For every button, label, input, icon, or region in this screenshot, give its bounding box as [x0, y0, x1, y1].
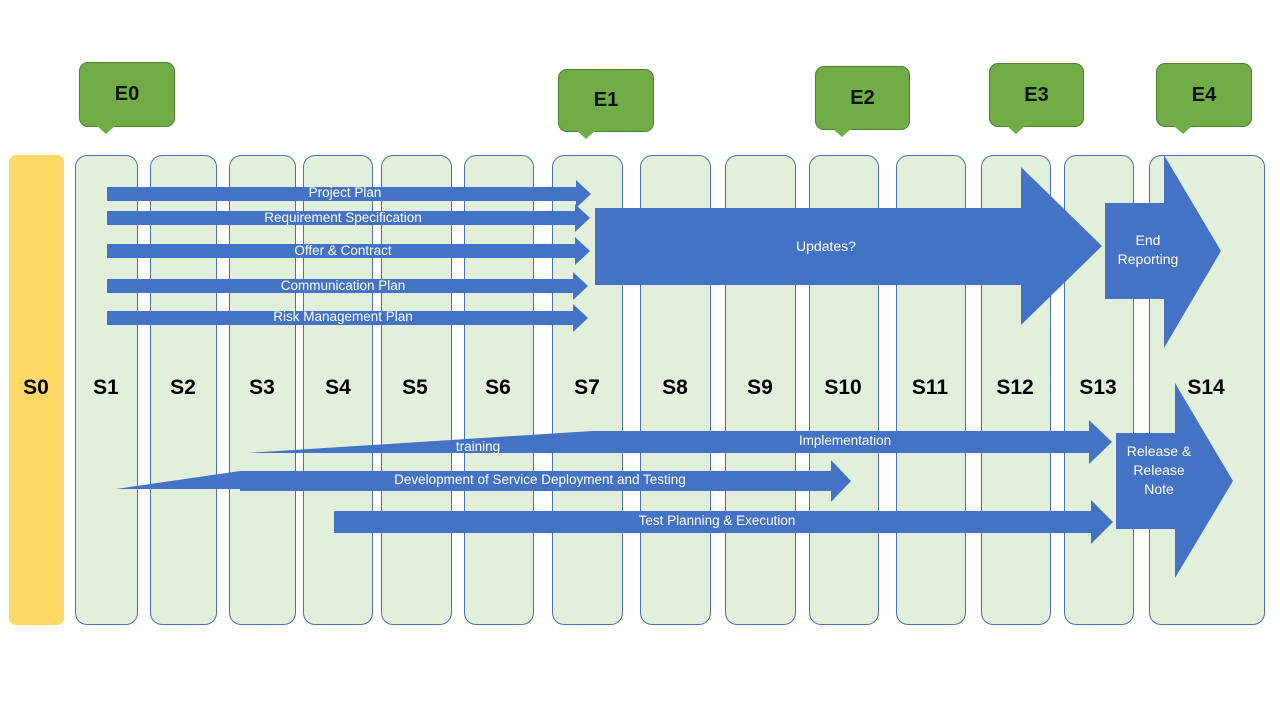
implementation-label: Implementation — [798, 433, 892, 448]
sprint-label-s14: S14 — [1187, 376, 1225, 399]
epoch-callout-e3-pointer — [1007, 126, 1025, 134]
training-wedge — [247, 431, 592, 453]
sprint-label-s5: S5 — [402, 376, 428, 399]
project-plan-arrow — [107, 180, 591, 208]
end-reporting-label: End Reporting — [1117, 232, 1179, 267]
epoch-callout-e2-pointer — [833, 129, 851, 137]
sprint-label-s12: S12 — [996, 376, 1034, 399]
sprint-column-s6 — [464, 155, 534, 625]
sprint-column-s1 — [75, 155, 138, 625]
project-plan-label: Project Plan — [308, 185, 382, 200]
sprint-label-s2: S2 — [170, 376, 196, 399]
sprint-column-s5 — [381, 155, 452, 625]
epoch-callout-e0: E0 — [79, 62, 175, 127]
sprint-label-s9: S9 — [747, 376, 773, 399]
sprint-label-s4: S4 — [325, 376, 351, 399]
sprint-label-s10: S10 — [824, 376, 862, 399]
epoch-callout-e4-pointer — [1174, 126, 1192, 134]
development-arrow — [240, 460, 851, 502]
epoch-callout-e3: E3 — [989, 63, 1084, 127]
sprint-column-s2 — [150, 155, 217, 625]
sprint-label-s0: S0 — [23, 376, 49, 399]
offer-contract-arrow — [107, 237, 590, 265]
epoch-callout-e1: E1 — [558, 69, 654, 132]
development-label: Development of Service Deployment and Te… — [394, 472, 686, 487]
offer-contract-label: Offer & Contract — [294, 243, 392, 258]
communication-plan-arrow — [107, 272, 588, 300]
sprint-label-s7: S7 — [574, 376, 600, 399]
updates-label: Updates? — [796, 238, 856, 254]
sprint-label-s13: S13 — [1079, 376, 1117, 399]
requirement-specification-label: Requirement Specification — [264, 210, 422, 225]
sprint-column-s3 — [229, 155, 296, 625]
communication-plan-label: Communication Plan — [280, 278, 406, 293]
risk-management-plan-label: Risk Management Plan — [273, 309, 413, 324]
sprint-label-s6: S6 — [485, 376, 511, 399]
sprint-label-s8: S8 — [662, 376, 688, 399]
requirement-specification-arrow — [107, 204, 590, 232]
release-arrow — [1116, 383, 1233, 578]
sprint-label-s1: S1 — [93, 376, 119, 399]
epoch-callout-e2: E2 — [815, 66, 910, 130]
development-wedge — [116, 471, 240, 489]
end-reporting-arrow — [1105, 155, 1221, 348]
sprint-label-s3: S3 — [249, 376, 275, 399]
sprint-column-s4 — [303, 155, 373, 625]
release-note-label: Release & Release Note — [1126, 443, 1192, 497]
test-planning-label: Test Planning & Execution — [638, 513, 796, 528]
risk-management-plan-arrow — [107, 304, 588, 332]
sprint-label-s11: S11 — [911, 376, 949, 399]
updates-arrow — [595, 167, 1102, 325]
epoch-callout-e1-pointer — [577, 131, 595, 139]
training-label: training — [455, 439, 501, 454]
epoch-callout-e4: E4 — [1156, 63, 1252, 127]
implementation-arrow — [592, 420, 1112, 464]
epoch-callout-e0-pointer — [97, 126, 115, 134]
sprint-column-s0 — [9, 155, 64, 625]
test-planning-arrow — [334, 500, 1113, 544]
